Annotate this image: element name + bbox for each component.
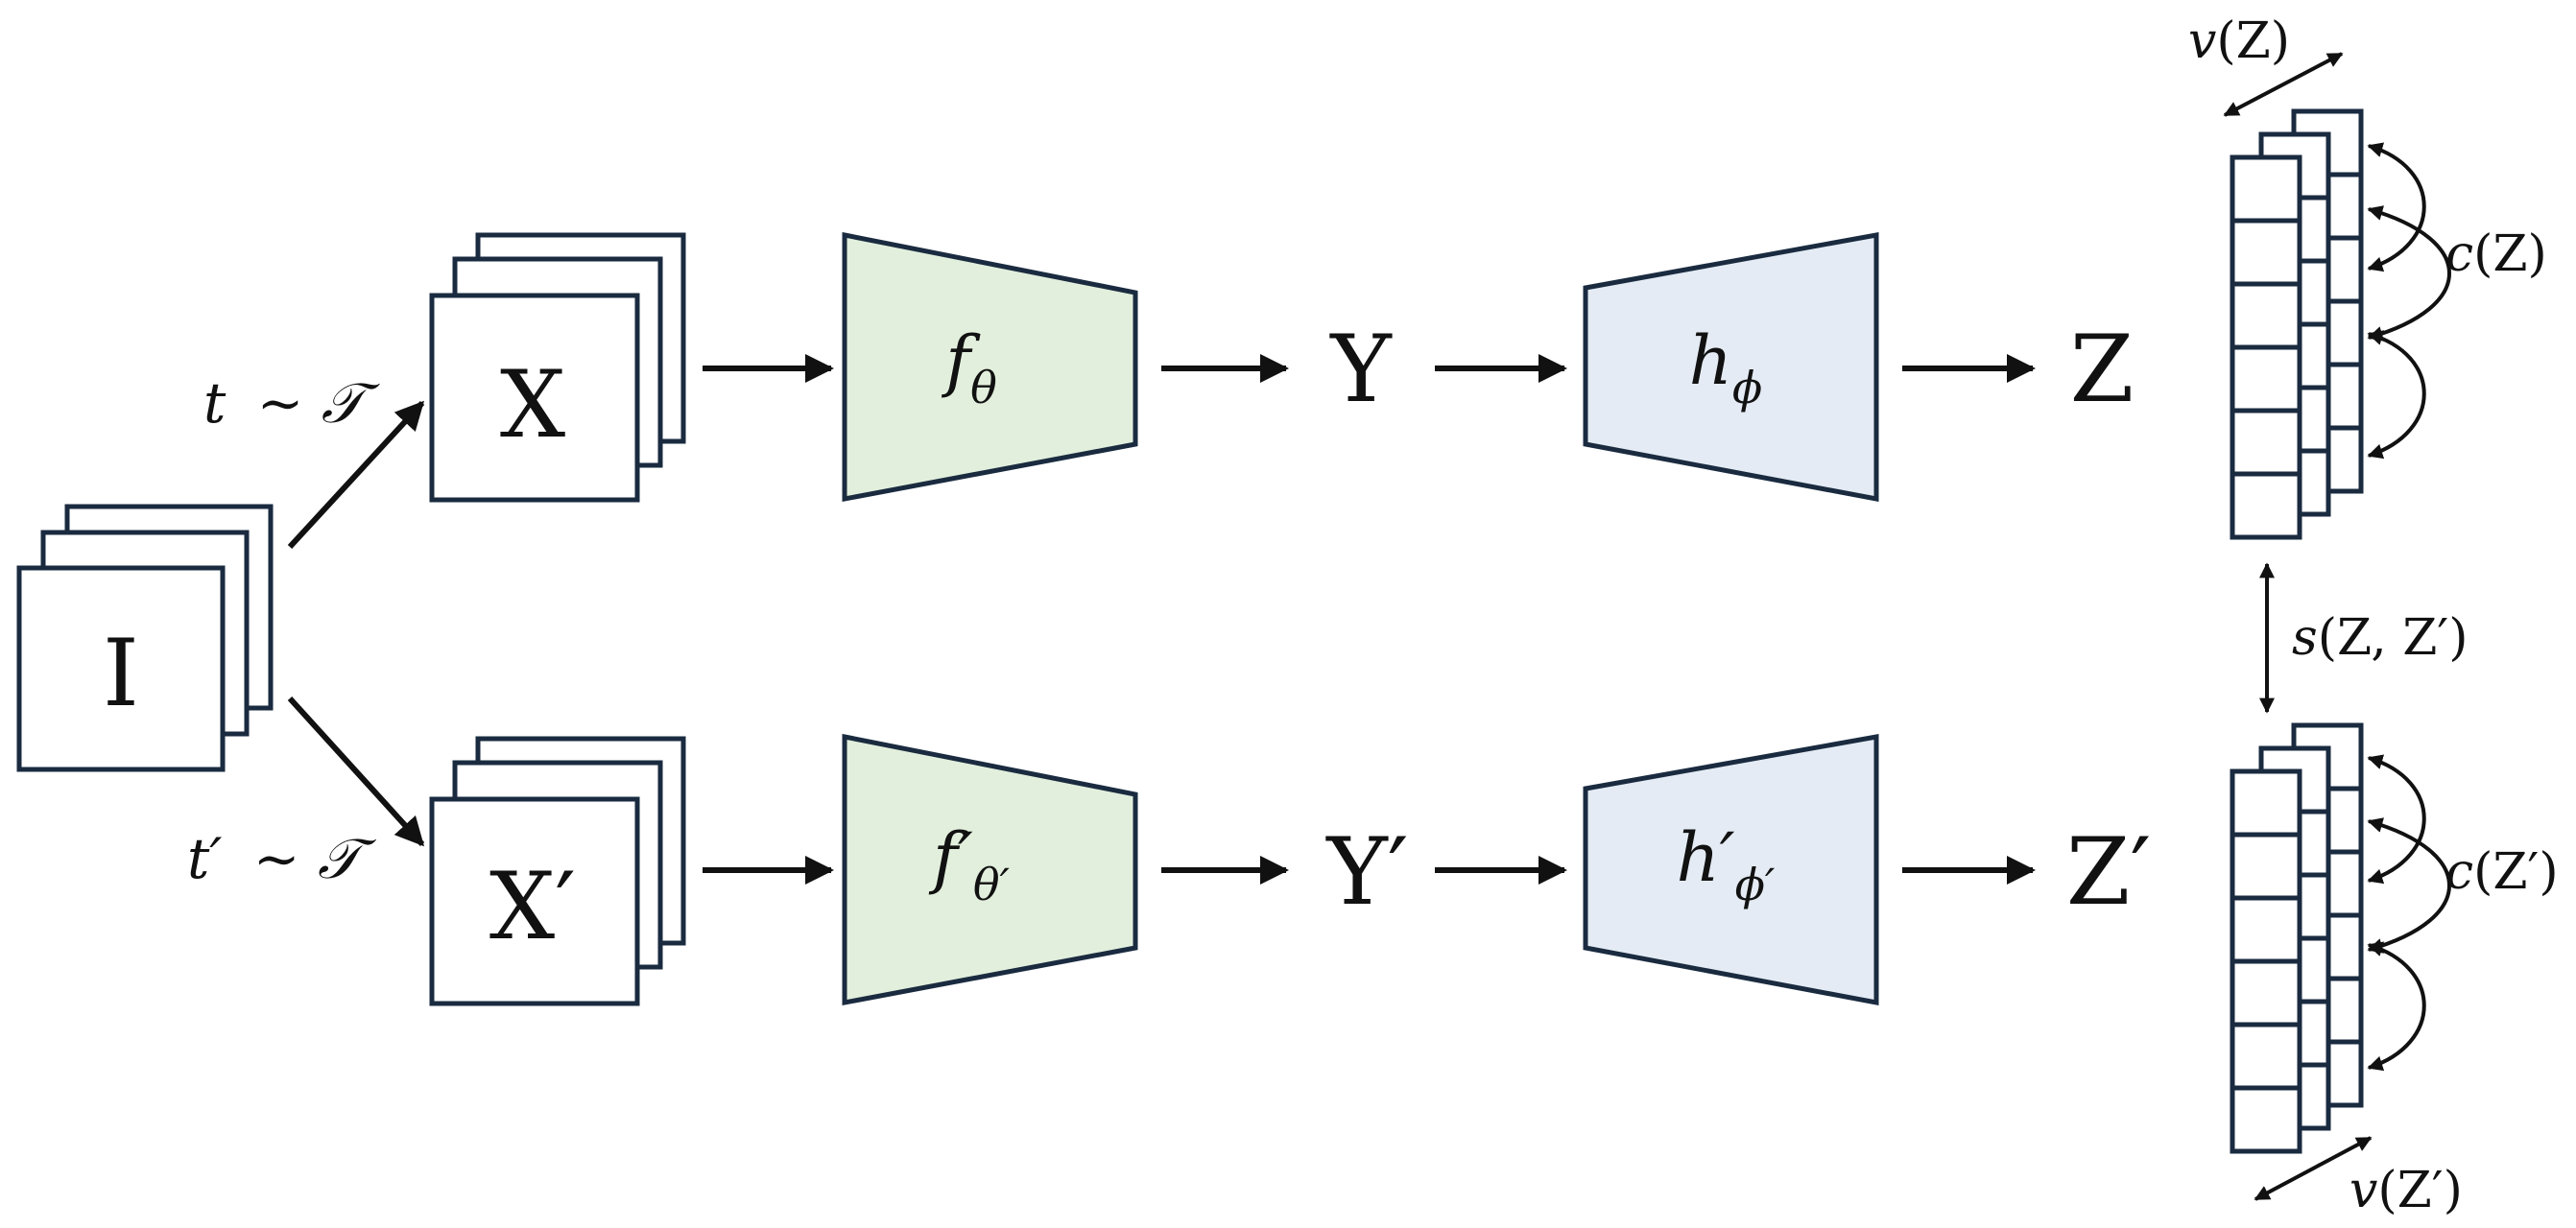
- augment-label-top: t ∼ 𝒯: [203, 370, 381, 436]
- augment-dist-bottom: ∼ 𝒯: [253, 826, 377, 891]
- augment-arrow-top: [287, 400, 425, 550]
- embedding-cell: [2230, 832, 2302, 901]
- variance-arg-bottom: (Z′): [2377, 1162, 2463, 1219]
- covariance-label-bottom: c(Z′): [2445, 843, 2559, 901]
- covariance-arrows-top: [2367, 142, 2451, 460]
- embedding-cell: [2230, 768, 2302, 838]
- covariance-fn-bottom: c: [2445, 843, 2473, 901]
- covariance-arg-bottom: (Z′): [2473, 843, 2559, 901]
- input-label: I: [103, 620, 139, 727]
- embed-label-bottom: Z′: [2066, 818, 2152, 926]
- variance-label-bottom: v(Z′): [2349, 1162, 2463, 1219]
- covariance-arrows-bottom: [2367, 754, 2451, 1072]
- embedding-cell: [2230, 895, 2302, 964]
- augment-symbol-bottom: t′: [187, 826, 222, 891]
- variance-arrow-top: [2223, 52, 2344, 117]
- projector-top: [1583, 232, 1879, 503]
- encoder-param-top: θ: [970, 362, 997, 413]
- invariance-fn: s: [2292, 609, 2318, 667]
- embed-label-top: Z: [2070, 316, 2135, 423]
- embedding-cell: [2230, 1022, 2302, 1091]
- projector-name-bottom: h′: [1677, 818, 1735, 897]
- variance-label-top: v(Z): [2188, 12, 2290, 70]
- projector-bottom: [1583, 734, 1879, 1006]
- variance-fn-bottom: v: [2349, 1162, 2377, 1219]
- covariance-arg-top: (Z): [2473, 225, 2547, 283]
- variance-arg-top: (Z): [2216, 12, 2290, 70]
- embedding-cell: [2230, 958, 2302, 1027]
- view-stack-top: [429, 232, 686, 503]
- projector-param-bottom: ϕ′: [1735, 859, 1776, 910]
- embedding-cell: [2230, 218, 2302, 287]
- covariance-label-top: c(Z): [2445, 225, 2547, 283]
- invariance-arg: (Z, Z′): [2318, 609, 2469, 667]
- augment-label-bottom: t′ ∼ 𝒯: [187, 826, 377, 891]
- projector-name-top: h: [1689, 321, 1732, 400]
- embedding-matrix-bottom: [2230, 722, 2364, 1154]
- view-label-bottom: X′: [489, 853, 576, 960]
- encoder-bottom: [842, 733, 1138, 1006]
- embedding-cell: [2230, 408, 2302, 477]
- variance-fn-top: v: [2188, 12, 2216, 70]
- augment-dist-top: ∼ 𝒯: [257, 370, 381, 436]
- augment-symbol-top: t: [203, 370, 227, 436]
- projector-label-bottom: h′ϕ′: [1677, 818, 1776, 910]
- augment-arrow-bottom: [287, 696, 425, 847]
- view-stack-bottom: [429, 736, 686, 1006]
- view-label-top: X: [500, 351, 565, 459]
- embedding-cell: [2230, 344, 2302, 413]
- embedding-cell: [2230, 281, 2302, 350]
- embedding-cell: [2230, 471, 2302, 540]
- projector-label-top: hϕ: [1689, 321, 1762, 413]
- encoder-label-bottom: f′θ′: [928, 818, 1011, 910]
- embedding-matrix-top: [2230, 108, 2364, 540]
- embedding-cell: [2230, 154, 2302, 224]
- embedding-cell: [2230, 1085, 2302, 1154]
- covariance-fn-top: c: [2445, 225, 2473, 283]
- encoder-top: [842, 231, 1138, 503]
- input-image-stack: [16, 504, 274, 772]
- repr-label-top: Y: [1328, 316, 1393, 423]
- repr-label-bottom: Y′: [1324, 818, 1408, 926]
- variance-arrow-bottom: [2254, 1136, 2373, 1201]
- invariance-label: s(Z, Z′): [2292, 609, 2468, 667]
- projector-param-top: ϕ: [1732, 362, 1762, 413]
- encoder-name-bottom: f′: [928, 818, 973, 897]
- encoder-param-bottom: θ′: [973, 859, 1011, 910]
